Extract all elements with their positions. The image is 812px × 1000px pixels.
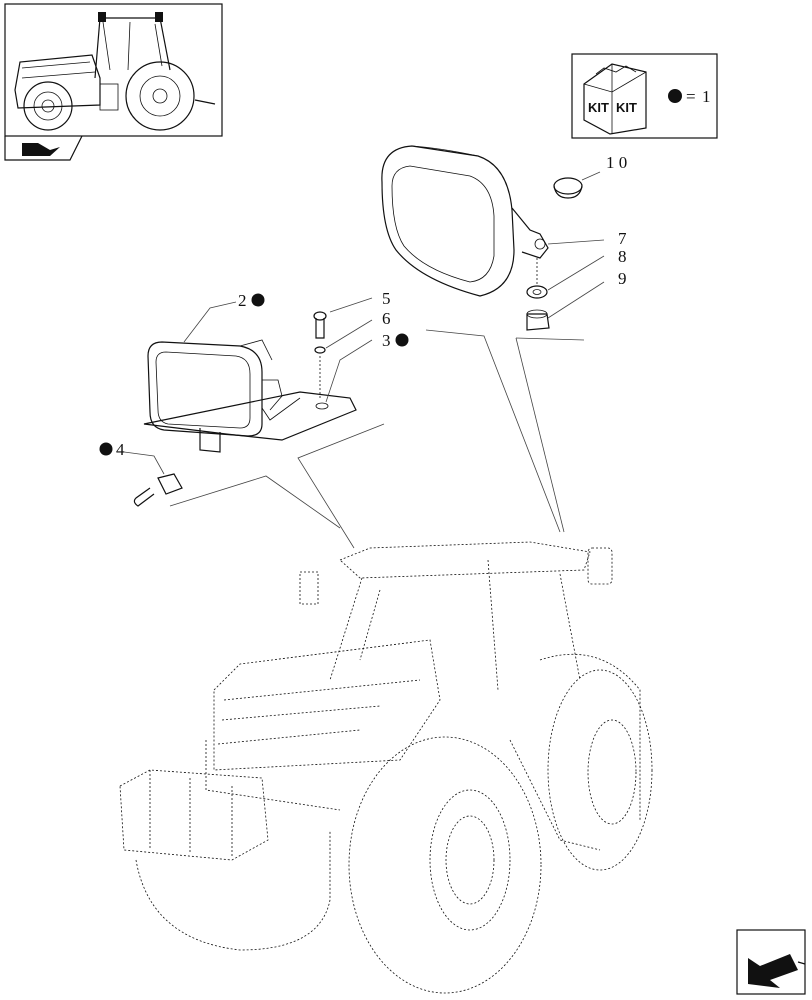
- callout-5: 5: [382, 289, 391, 308]
- bulb-part: [133, 473, 183, 507]
- bolt-part: [313, 311, 327, 339]
- nut-part: [526, 309, 550, 331]
- callout-2: 2: [238, 291, 247, 310]
- kit-dot-icon: [251, 293, 265, 307]
- callout-9: 9: [618, 269, 627, 288]
- callout-3: 3: [382, 331, 391, 350]
- next-page-arrow-icon[interactable]: [736, 929, 806, 995]
- work-lamp-front: [147, 339, 283, 437]
- kit-legend-equals: =: [686, 87, 696, 106]
- mounting-bracket: [143, 391, 357, 453]
- callout-10: 1 0: [606, 153, 627, 172]
- kit-dot-icon: [395, 333, 409, 347]
- tractor-outline: [119, 541, 653, 994]
- callout-4: 4: [116, 440, 125, 459]
- kit-label-left: KIT: [588, 100, 609, 115]
- leader-lines: [123, 171, 605, 549]
- tractor-thumbnail-icon: [4, 3, 223, 137]
- kit-dot-icon: [668, 89, 682, 103]
- callout-8: 8: [618, 247, 627, 266]
- kit-legend-value: 1: [702, 87, 711, 106]
- callout-7: 7: [618, 229, 627, 248]
- kit-dot-icon: [99, 442, 113, 456]
- cap-part: [553, 177, 583, 199]
- lock-washer-part: [314, 346, 326, 354]
- section-indicator-icon[interactable]: [4, 135, 83, 161]
- work-lamp-rear: [381, 145, 549, 297]
- kit-label-right: KIT: [616, 100, 637, 115]
- kit-box-icon: KIT KIT = 1: [571, 53, 718, 139]
- callout-6: 6: [382, 309, 391, 328]
- washer-part: [526, 285, 548, 299]
